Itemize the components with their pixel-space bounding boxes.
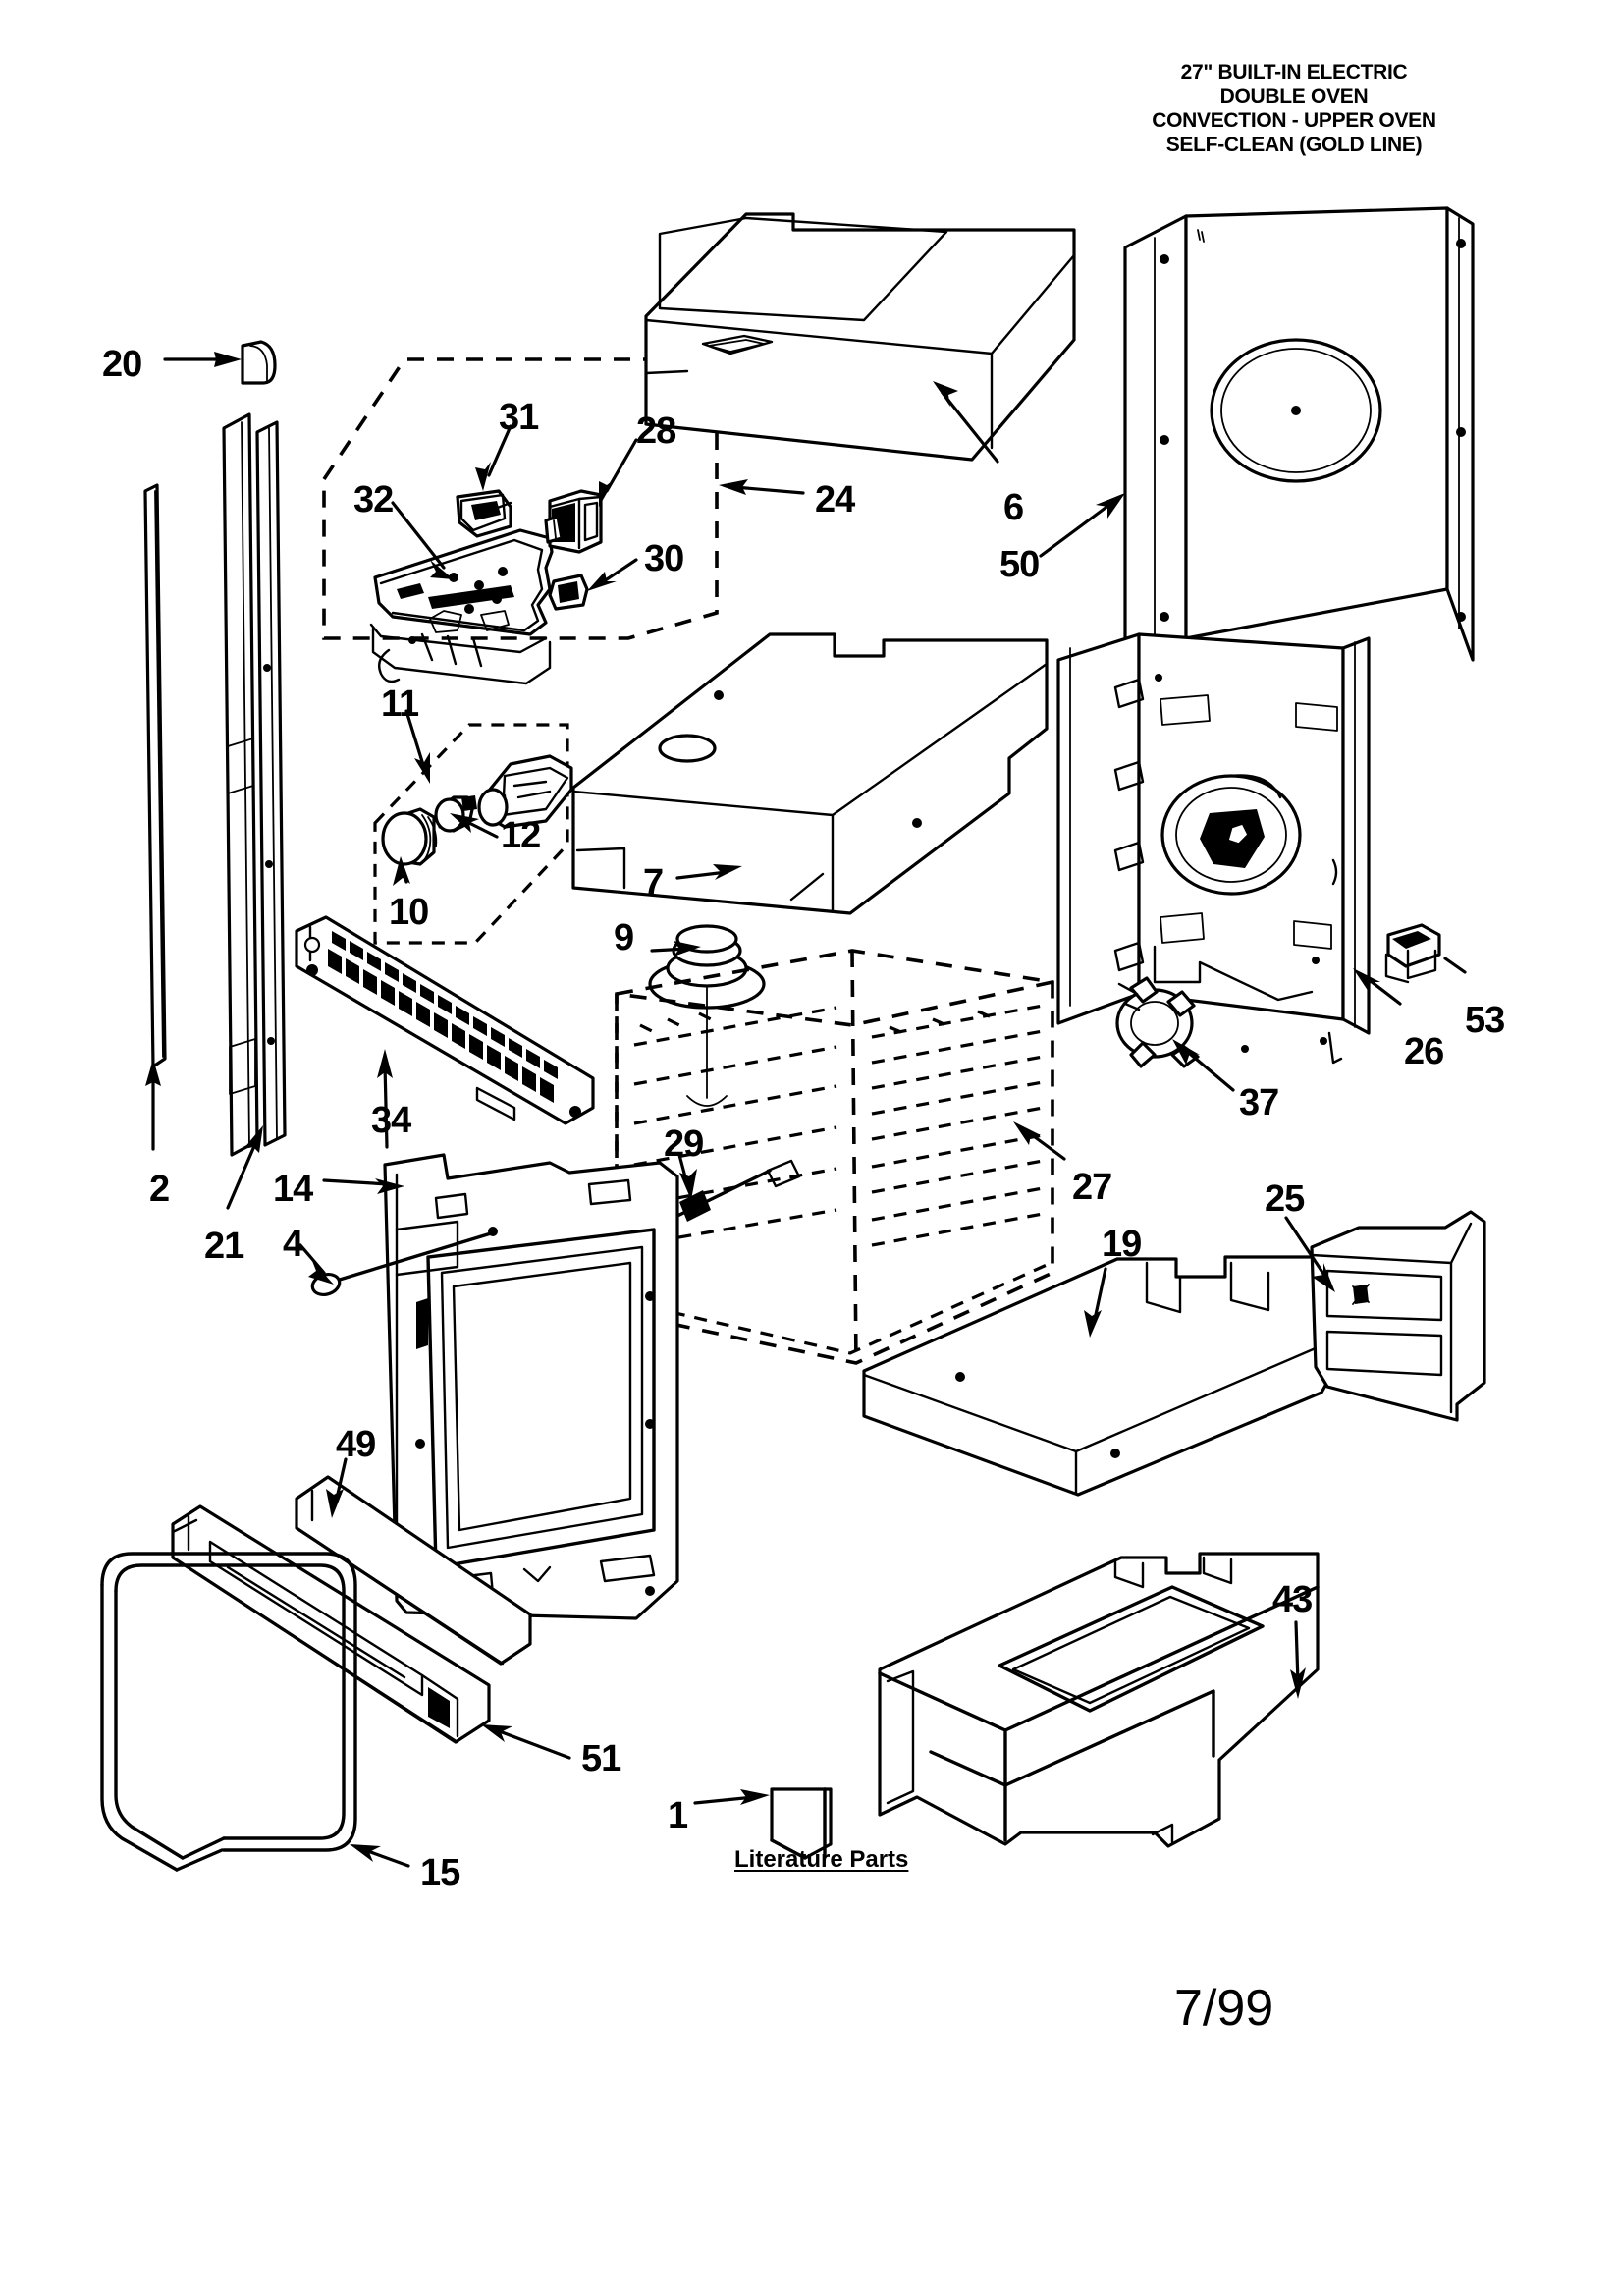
part-31-switch — [456, 489, 512, 538]
callout-49: 49 — [336, 1424, 376, 1465]
callout-11: 11 — [381, 683, 419, 725]
leader-30 — [587, 558, 638, 591]
leader-43 — [1290, 1620, 1306, 1699]
leader-12 — [450, 813, 499, 839]
part-20-cap — [241, 340, 277, 385]
title-line-3: CONVECTION - UPPER OVEN — [1152, 109, 1436, 133]
leader-15 — [350, 1844, 410, 1868]
part-53-clip — [1384, 923, 1441, 984]
part-25-back-cover — [1310, 1210, 1486, 1422]
leader-25 — [1284, 1216, 1335, 1292]
callout-7: 7 — [643, 862, 664, 903]
leader-9 — [650, 941, 701, 957]
callout-27: 27 — [1072, 1167, 1112, 1208]
part-12-bulb — [434, 795, 477, 833]
callout-2: 2 — [149, 1169, 170, 1210]
callout-1: 1 — [668, 1795, 688, 1836]
callout-50: 50 — [999, 544, 1040, 585]
callout-28: 28 — [636, 410, 676, 452]
callout-21: 21 — [204, 1226, 244, 1267]
leader-51 — [481, 1724, 571, 1760]
leader-27 — [1013, 1121, 1066, 1161]
callout-14: 14 — [273, 1169, 313, 1210]
leader-53 — [1443, 957, 1467, 974]
leader-37 — [1172, 1039, 1235, 1092]
literature-parts-label: Literature Parts — [734, 1846, 909, 1873]
part-30-connector — [548, 574, 589, 611]
part-37-fan-blade — [1115, 976, 1200, 1068]
callout-24: 24 — [815, 479, 855, 520]
part-4-screw — [310, 1227, 498, 1297]
leader-21 — [226, 1125, 263, 1210]
leader-6 — [933, 381, 999, 464]
callout-34: 34 — [371, 1100, 411, 1141]
callout-37: 37 — [1239, 1082, 1279, 1123]
part-28-relay — [544, 489, 603, 554]
part-29-sensor-rod — [672, 1159, 801, 1222]
callout-43: 43 — [1272, 1579, 1313, 1620]
leader-20 — [163, 352, 242, 367]
part-14-door-frame — [383, 1153, 679, 1620]
title-line-1: 27" BUILT-IN ELECTRIC — [1180, 61, 1408, 83]
part-50-rear-panel — [1123, 206, 1475, 676]
part-6-top-panel — [644, 212, 1076, 462]
leader-14 — [322, 1178, 404, 1194]
diagram-title: 27" BUILT-IN ELECTRIC DOUBLE OVEN CONVEC… — [1098, 61, 1490, 157]
callout-26: 26 — [1404, 1031, 1444, 1072]
leader-4 — [298, 1243, 334, 1285]
part-10-lens — [381, 807, 438, 866]
title-line-4: SELF-CLEAN (GOLD LINE) — [1165, 133, 1423, 156]
callout-25: 25 — [1265, 1178, 1305, 1220]
callout-4: 4 — [283, 1224, 303, 1265]
title-line-2: DOUBLE OVEN — [1219, 84, 1369, 108]
leader-50 — [1039, 493, 1125, 558]
callout-9: 9 — [614, 917, 634, 958]
part-49-trim-strip — [295, 1475, 532, 1685]
callout-29: 29 — [664, 1123, 704, 1165]
callout-31: 31 — [499, 397, 539, 438]
leader-49 — [326, 1457, 348, 1518]
leader-32 — [391, 501, 454, 579]
leader-7 — [675, 864, 742, 880]
part-43-bottom-frame — [878, 1552, 1320, 1848]
callout-20: 20 — [102, 344, 142, 385]
part-15-door-gasket — [100, 1552, 357, 1872]
leader-2 — [145, 1059, 161, 1151]
part-9-fan-hub — [648, 924, 766, 1107]
part-32-control-board — [369, 528, 554, 685]
leader-19 — [1084, 1267, 1107, 1338]
leader-1 — [693, 1789, 770, 1805]
part-21-side-frame — [222, 412, 287, 1157]
leader-26 — [1353, 968, 1402, 1006]
callout-32: 32 — [353, 479, 394, 520]
callout-19: 19 — [1102, 1224, 1142, 1265]
part-2-trim-strip — [143, 483, 167, 1068]
callout-10: 10 — [389, 892, 429, 933]
revision-date: 7/99 — [1174, 1980, 1274, 2037]
callout-15: 15 — [420, 1852, 460, 1893]
leader-24 — [719, 479, 805, 495]
part-34-vent-trim-bar — [295, 915, 595, 1125]
part-26-fan-bracket — [1056, 632, 1371, 1065]
callout-30: 30 — [644, 538, 684, 579]
callout-6: 6 — [1003, 487, 1024, 528]
part-19-bottom-shelf — [862, 1255, 1333, 1497]
leader-28 — [599, 438, 638, 507]
leader-10 — [393, 856, 410, 886]
part-51-handle-bar — [171, 1504, 491, 1744]
callout-12: 12 — [501, 815, 541, 856]
callout-51: 51 — [581, 1738, 621, 1779]
callout-53: 53 — [1465, 1000, 1505, 1041]
